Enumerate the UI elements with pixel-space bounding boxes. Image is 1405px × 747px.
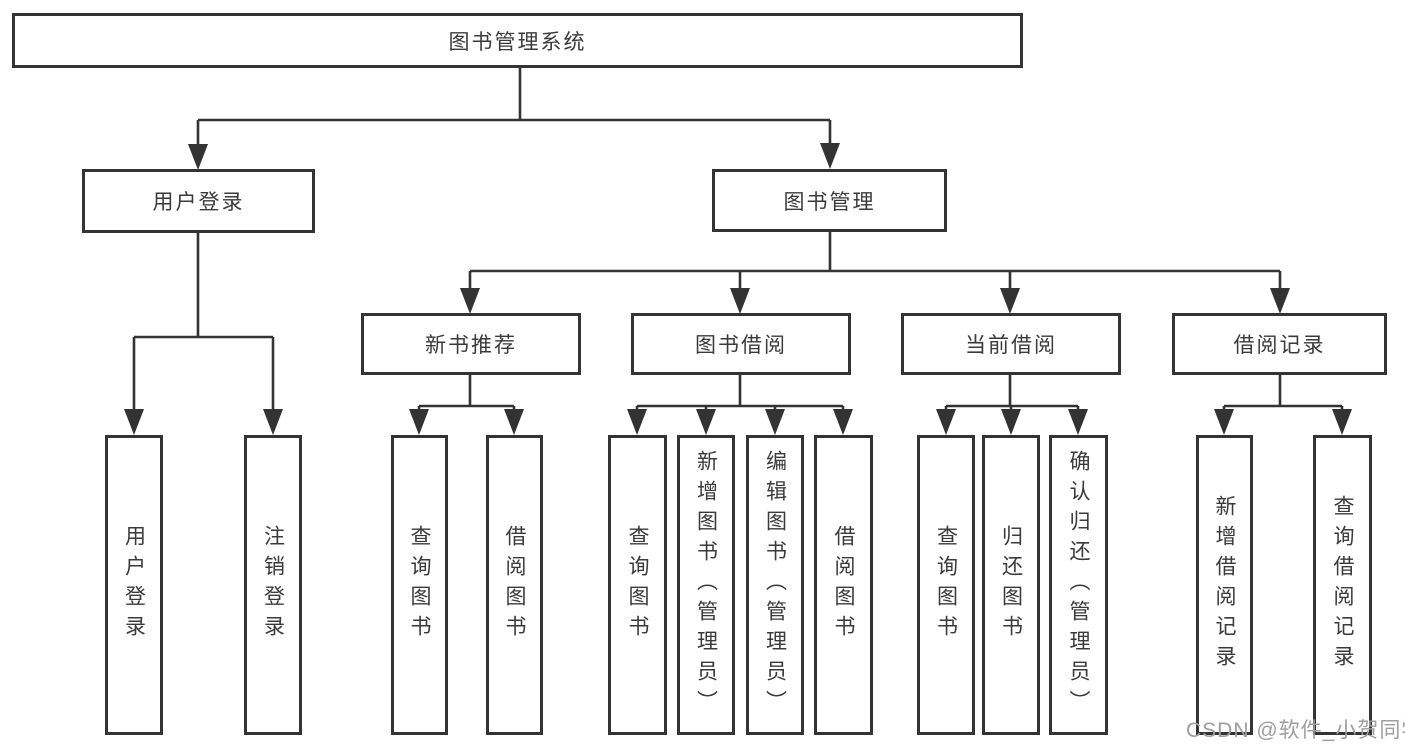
leaf-add-books-admin: 新增图书（管理员） bbox=[677, 435, 735, 735]
leaf-label: 借阅图书 bbox=[503, 525, 527, 645]
leaf-edit-books-admin: 编辑图书（管理员） bbox=[746, 435, 804, 735]
leaf-query-books-current: 查询图书 bbox=[917, 435, 975, 735]
leaf-borrow-books-recommend: 借阅图书 bbox=[486, 435, 543, 735]
arrowheads bbox=[124, 143, 1352, 435]
leaf-label: 归还图书 bbox=[999, 525, 1023, 645]
node-label: 借阅记录 bbox=[1233, 334, 1326, 357]
leaf-label: 注销登录 bbox=[261, 525, 285, 645]
leaf-query-borrow-record: 查询借阅记录 bbox=[1313, 435, 1372, 735]
node-user-login: 用户登录 bbox=[82, 169, 315, 233]
leaf-label: 查询图书 bbox=[408, 525, 432, 645]
node-label: 当前借阅 bbox=[965, 334, 1057, 357]
leaf-label: 用户登录 bbox=[122, 525, 146, 645]
leaf-label: 新增借阅记录 bbox=[1213, 495, 1237, 675]
node-label: 图书管理 bbox=[783, 190, 876, 214]
leaf-add-borrow-record: 新增借阅记录 bbox=[1196, 435, 1253, 735]
leaf-label: 编辑图书（管理员） bbox=[763, 450, 787, 720]
leaf-borrow-books: 借阅图书 bbox=[814, 435, 873, 735]
node-root-library-system: 图书管理系统 bbox=[12, 13, 1023, 68]
node-book-management: 图书管理 bbox=[712, 169, 947, 232]
leaf-confirm-return-admin: 确认归还（管理员） bbox=[1049, 435, 1108, 735]
leaf-return-books: 归还图书 bbox=[982, 435, 1040, 735]
node-label: 新书推荐 bbox=[425, 334, 517, 357]
leaf-query-books-recommend: 查询图书 bbox=[391, 435, 448, 735]
leaf-label: 查询图书 bbox=[934, 525, 958, 645]
leaf-logout: 注销登录 bbox=[244, 435, 302, 735]
leaf-label: 确认归还（管理员） bbox=[1067, 450, 1091, 720]
node-borrowing-records: 借阅记录 bbox=[1172, 313, 1387, 375]
node-new-book-recommend: 新书推荐 bbox=[361, 313, 581, 375]
leaf-label: 查询图书 bbox=[626, 525, 650, 645]
node-label: 图书借阅 bbox=[695, 334, 787, 357]
leaf-query-books-borrowing: 查询图书 bbox=[608, 435, 667, 735]
leaf-user-login: 用户登录 bbox=[105, 435, 163, 735]
csdn-watermark: CSDN @软件_小贺同学 bbox=[1186, 719, 1405, 742]
leaf-label: 查询借阅记录 bbox=[1331, 495, 1355, 675]
leaf-label: 新增图书（管理员） bbox=[694, 450, 718, 720]
node-label: 用户登录 bbox=[152, 191, 245, 214]
node-current-borrowing: 当前借阅 bbox=[901, 313, 1121, 375]
node-label: 图书管理系统 bbox=[448, 30, 587, 54]
leaf-label: 借阅图书 bbox=[832, 525, 856, 645]
node-book-borrowing: 图书借阅 bbox=[631, 313, 851, 375]
